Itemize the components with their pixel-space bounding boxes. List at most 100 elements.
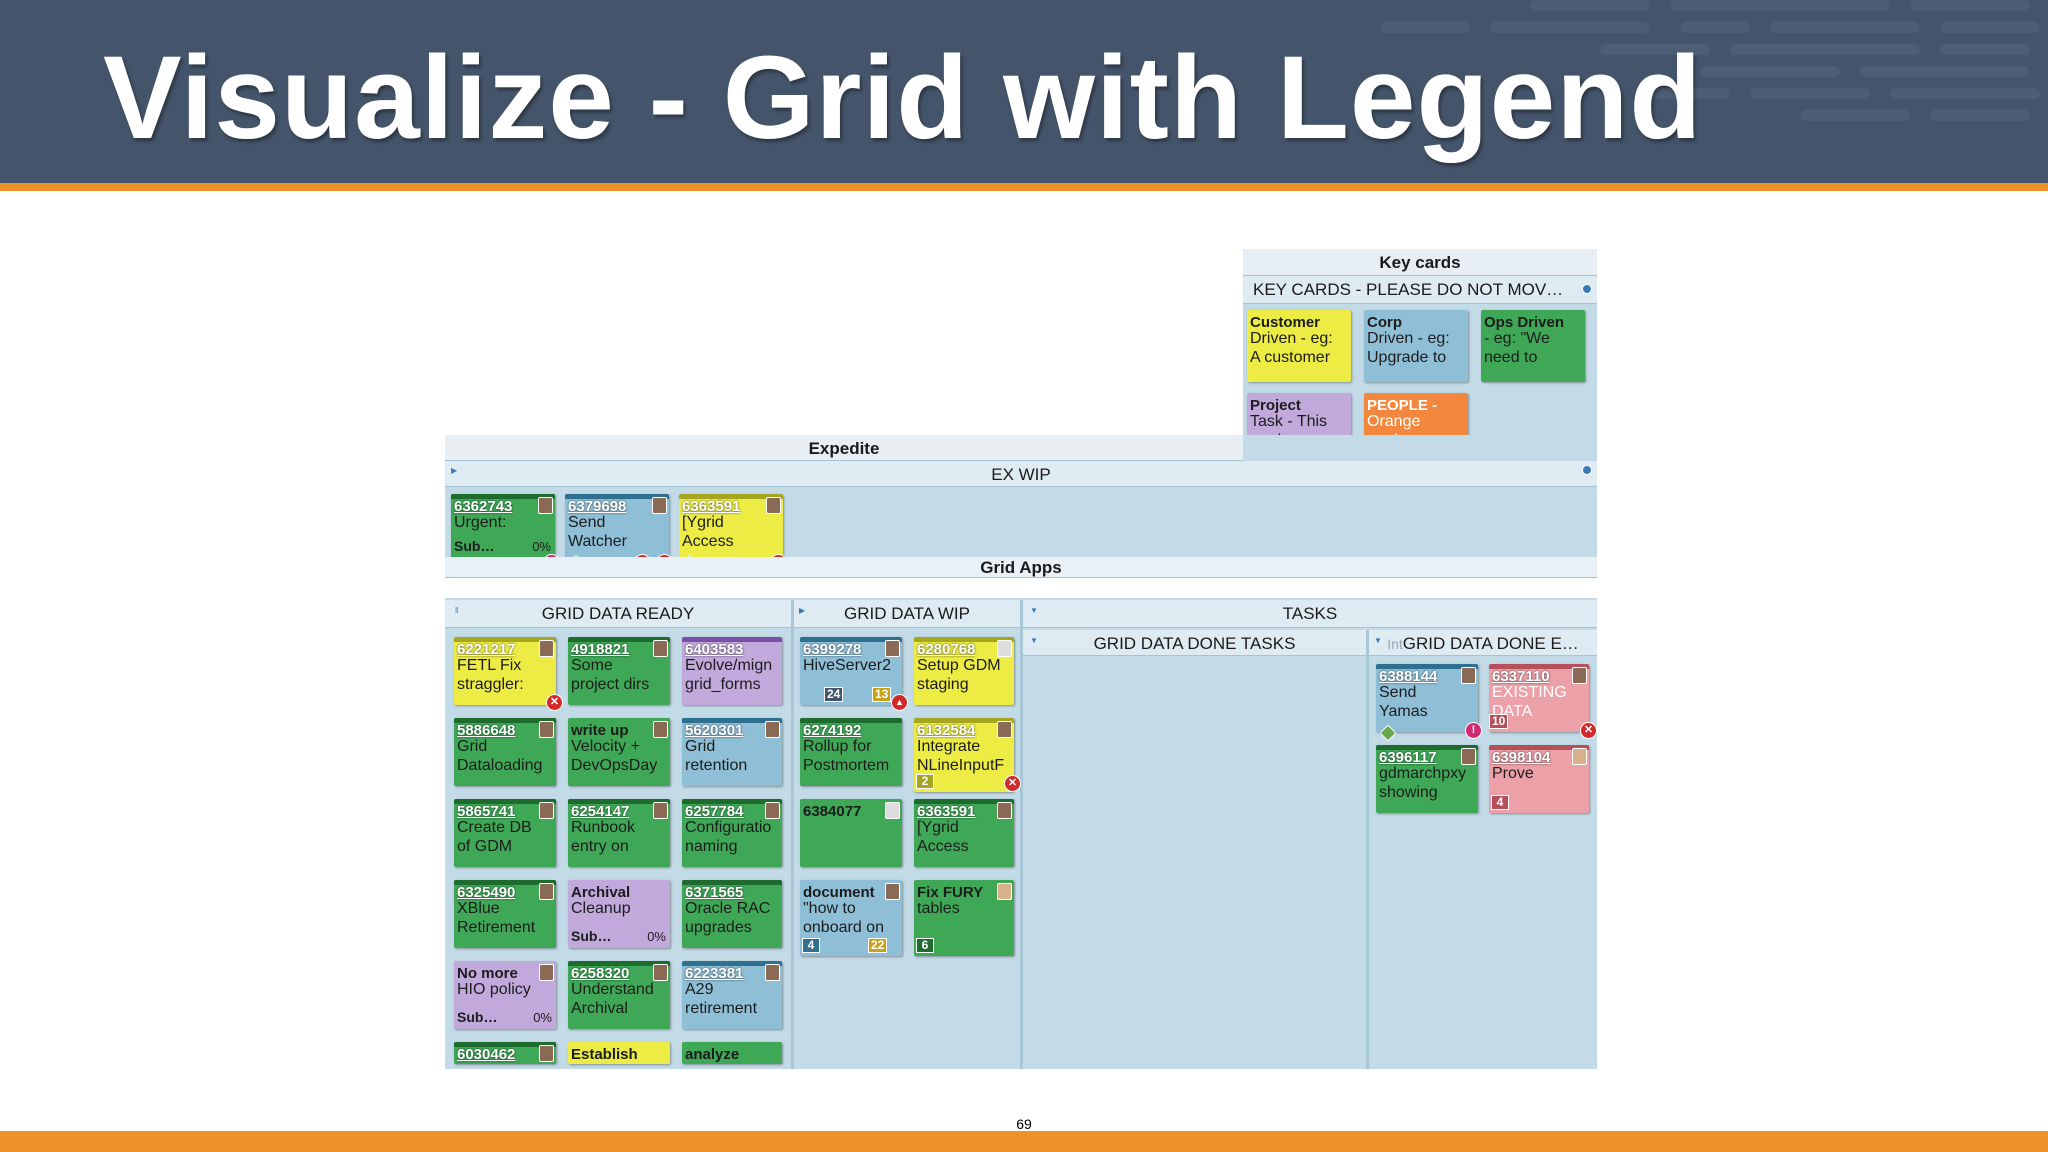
card-4918821[interactable]: 4918821 Some project dirs — [568, 637, 670, 705]
footer-bar — [0, 1131, 2048, 1152]
card-body: Oracle RAC upgrades — [685, 900, 771, 936]
key-card-corp[interactable]: Corp Driven - eg: Upgrade to — [1364, 310, 1468, 382]
card-id: 6132584 — [917, 722, 976, 739]
card-5620301[interactable]: 5620301 Grid retention — [682, 718, 782, 786]
subtask-label: Sub… — [454, 538, 495, 554]
page-number: 69 — [1016, 1116, 1032, 1132]
card-6337110[interactable]: 6337110 EXISTING DATA 10 — [1489, 664, 1589, 732]
collapse-icon[interactable]: ▶ — [451, 466, 458, 475]
lane-grid-data-wip[interactable]: GRID DATA WIP — [794, 600, 1020, 628]
card-body: HIO policy — [457, 981, 531, 998]
card-6403583[interactable]: 6403583 Evolve/mign grid_forms — [682, 637, 782, 705]
avatar-icon — [653, 721, 668, 738]
lane-info-icon[interactable] — [1582, 284, 1592, 294]
lane-grid-data-done-tasks[interactable]: GRID DATA DONE TASKS — [1023, 630, 1366, 656]
card-body: XBlue Retirement — [457, 900, 536, 936]
avatar-icon — [997, 883, 1012, 900]
card-title: document — [803, 884, 875, 901]
collapse-icon[interactable]: ‖ — [455, 606, 459, 615]
card-6254147[interactable]: 6254147 Runbook entry on — [568, 799, 670, 867]
card-body: Prove Starling — [1492, 765, 1534, 782]
card-6280768[interactable]: 6280768 Setup GDM staging — [914, 637, 1014, 705]
card-6132584[interactable]: 6132584 Integrate NLineInputF 2 — [914, 718, 1014, 792]
card-document[interactable]: document "how to onboard on 4 22 — [800, 880, 902, 956]
card-no-more[interactable]: No more HIO policy Sub… 0% — [454, 961, 556, 1029]
card-body: A29 retirement — [685, 981, 758, 1017]
avatar-icon — [539, 964, 554, 981]
card-body: Cleanup — [571, 900, 631, 917]
priority-up-icon[interactable]: ▲ — [891, 694, 908, 711]
lane-info-icon[interactable] — [1582, 465, 1592, 475]
blocked-icon[interactable]: ✕ — [1004, 775, 1021, 792]
card-body: FETL Fix straggler: — [457, 657, 524, 693]
card-body: HiveServer2 tab on the — [803, 657, 892, 674]
card-6399278[interactable]: 6399278 HiveServer2 tab on the 24 13 — [800, 637, 902, 705]
card-6379698[interactable]: 6379698 Send Watcher — [565, 494, 669, 564]
card-6325490[interactable]: 6325490 XBlue Retirement — [454, 880, 556, 948]
collapse-icon[interactable]: ▼ — [1374, 636, 1382, 645]
slide-title: Visualize - Grid with Legend — [103, 32, 1703, 164]
key-card-title: PEOPLE - — [1367, 397, 1438, 414]
date-badge: 22 — [868, 938, 888, 953]
card-id: 6362743 — [454, 498, 513, 515]
lane-tasks[interactable]: TASKS — [1023, 600, 1597, 628]
card-6398104[interactable]: 6398104 Prove Starling 4 — [1489, 745, 1589, 813]
card-archival[interactable]: Archival Cleanup Sub… 0% — [568, 880, 670, 948]
card-body: Rollup for Postmortem — [803, 738, 890, 774]
card-6363591[interactable]: 6363591 [Ygrid Access — [914, 799, 1014, 867]
key-cards-subtitle[interactable]: KEY CARDS - PLEASE DO NOT MOV… — [1243, 276, 1597, 304]
lane-grid-data-done-e[interactable]: IntGRID DATA DONE E… — [1369, 630, 1597, 656]
card-body: gdmarchpxy showing — [1379, 765, 1467, 801]
card-fix-fury[interactable]: Fix FURY tables 6 — [914, 880, 1014, 956]
card-body: Grid Dataloading — [457, 738, 543, 774]
card-6371565[interactable]: 6371565 Oracle RAC upgrades — [682, 880, 782, 948]
card-6388144[interactable]: 6388144 Send Yamas — [1376, 664, 1478, 732]
collapse-icon[interactable]: ▼ — [1030, 606, 1038, 615]
card-6363591-expedite[interactable]: 6363591 [Ygrid Access — [679, 494, 783, 564]
card-6396117[interactable]: 6396117 gdmarchpxy showing — [1376, 745, 1478, 813]
lane-grid-data-ready[interactable]: GRID DATA READY — [445, 600, 791, 628]
card-6274192[interactable]: 6274192 Rollup for Postmortem — [800, 718, 902, 786]
key-card-customer[interactable]: Customer Driven - eg: A customer — [1247, 310, 1351, 382]
ex-wip-header[interactable]: EX WIP — [445, 461, 1597, 487]
key-card-title: Ops Driven — [1484, 314, 1565, 331]
collapse-icon[interactable]: ▼ — [1030, 636, 1038, 645]
grid-apps-title[interactable]: Grid Apps — [445, 557, 1597, 578]
collapse-icon[interactable]: ▶ — [799, 606, 806, 615]
card-6362743[interactable]: 6362743 Urgent: Sub… 0% — [451, 494, 555, 564]
card-body: Velocity + DevOpsDay — [571, 738, 658, 774]
progress-pct: 0% — [532, 539, 551, 554]
card-6257784[interactable]: 6257784 Configuratio naming — [682, 799, 782, 867]
card-write-up[interactable]: write up Velocity + DevOpsDay — [568, 718, 670, 786]
lane-divider — [791, 600, 794, 1069]
card-6258320[interactable]: 6258320 Understand Archival — [568, 961, 670, 1029]
card-body: tables — [917, 900, 960, 917]
avatar-icon — [539, 1045, 554, 1062]
avatar-icon — [1572, 667, 1587, 684]
key-cards-title: Key cards — [1243, 249, 1597, 276]
card-id: 6379698 — [568, 498, 627, 515]
lane-divider — [1366, 630, 1369, 1069]
blocked-icon[interactable]: ✕ — [546, 694, 563, 711]
avatar-icon — [885, 640, 900, 657]
exclamation-icon[interactable]: ! — [1465, 722, 1482, 739]
card-id: 6398104 — [1492, 749, 1551, 766]
card-6223381[interactable]: 6223381 A29 retirement — [682, 961, 782, 1029]
avatar-icon — [885, 802, 900, 819]
card-6384077[interactable]: 6384077 — [800, 799, 902, 867]
card-title: Establish — [571, 1046, 638, 1063]
subtask-label: Sub… — [457, 1009, 498, 1025]
avatar-icon — [1461, 667, 1476, 684]
key-card-ops[interactable]: Ops Driven - eg: "We need to — [1481, 310, 1585, 382]
avatar-icon — [652, 497, 667, 514]
card-id: 6280768 — [917, 641, 976, 658]
card-5865741[interactable]: 5865741 Create DB of GDM — [454, 799, 556, 867]
card-6221217[interactable]: 6221217 FETL Fix straggler: — [454, 637, 556, 705]
card-5886648[interactable]: 5886648 Grid Dataloading — [454, 718, 556, 786]
card-establish[interactable]: Establish — [568, 1042, 670, 1064]
key-card-title: Customer — [1250, 314, 1321, 331]
card-6030462[interactable]: 6030462 — [454, 1042, 556, 1064]
card-body: Send Yamas — [1379, 684, 1428, 720]
card-analyze[interactable]: analyze — [682, 1042, 782, 1064]
blocked-icon[interactable]: ✕ — [1580, 722, 1597, 739]
